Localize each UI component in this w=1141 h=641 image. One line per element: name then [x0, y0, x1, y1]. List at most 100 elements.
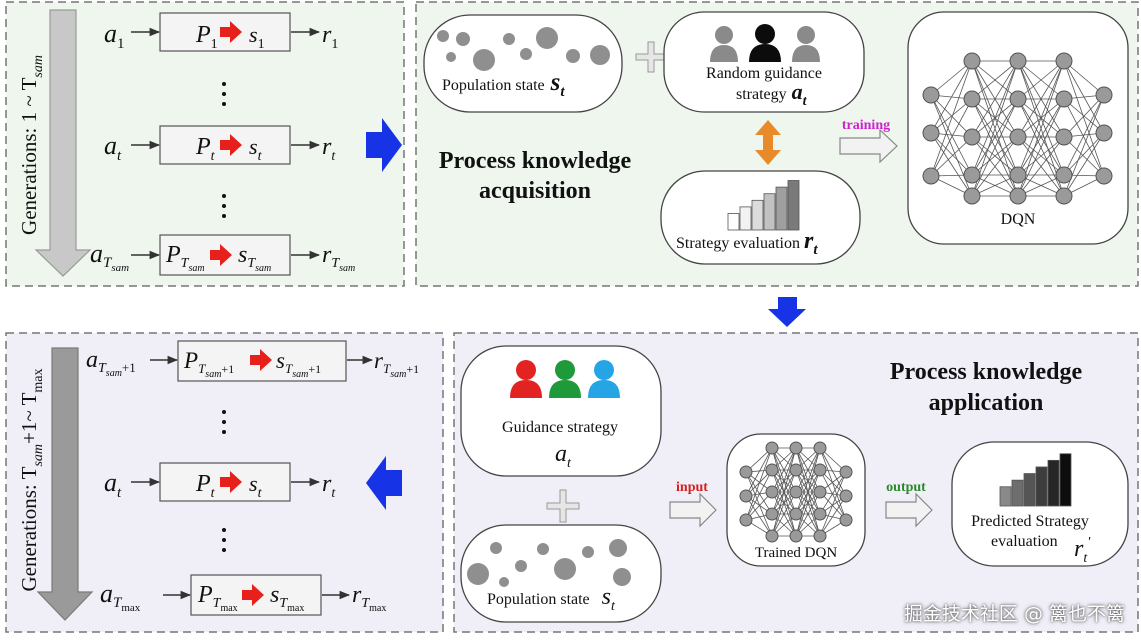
red-arrow-icon — [220, 134, 242, 156]
dqn-bubble — [907, 11, 1129, 245]
user-icons-color — [510, 360, 620, 398]
watermark: 掘金技术社区 @ 篱也不篱 — [903, 603, 1125, 625]
network-node — [839, 489, 853, 503]
top-row-first: a1 P1 s1 r1 — [104, 12, 338, 52]
top-row-t: at Pt st rt — [104, 125, 336, 165]
evaluation-bar — [1059, 453, 1072, 507]
network-node — [813, 441, 827, 455]
svg-text:st: st — [249, 471, 263, 501]
network-connection — [930, 60, 973, 96]
generations-label-top: Generations: 1 ~ Tsam — [17, 55, 46, 235]
network-node — [839, 465, 853, 479]
network-connection — [930, 60, 973, 134]
output-label: output — [886, 480, 926, 495]
input-label: input — [676, 480, 708, 495]
red-arrow-icon — [250, 349, 272, 371]
network-connection — [971, 98, 1019, 176]
svg-text:a1: a1 — [104, 19, 125, 52]
evaluation-bar — [787, 180, 800, 231]
network-node — [1095, 86, 1113, 104]
svg-text:rTsam+1: rTsam+1 — [374, 348, 419, 380]
network-node — [739, 489, 753, 503]
network-node — [1009, 52, 1027, 70]
dqn-network-icon — [922, 52, 1113, 205]
red-arrow-icon — [220, 471, 242, 493]
network-connection — [971, 136, 1019, 176]
svg-text:s1: s1 — [249, 22, 265, 52]
top-left-panel: Generations: 1 ~ Tsam a1 P1 s1 r1 at Pt … — [5, 1, 405, 287]
network-node — [765, 529, 779, 543]
network-node — [1095, 167, 1113, 185]
network-connection — [771, 447, 797, 493]
network-connection — [771, 447, 797, 537]
network-connection — [971, 60, 1019, 100]
network-node — [789, 529, 803, 543]
acquisition-title-line2: acquisition — [479, 178, 591, 204]
blue-left-arrow-icon — [366, 456, 402, 510]
output-arrow-icon — [885, 492, 933, 528]
evaluation-bar — [751, 199, 764, 231]
svg-text:rTsam: rTsam — [322, 242, 355, 274]
network-connection — [1017, 136, 1065, 176]
network-node — [765, 463, 779, 477]
top-row-tsam: aTsam PTsam sTsam rTsam — [90, 234, 355, 276]
network-connection — [971, 60, 1019, 176]
input-arrow-icon — [669, 492, 717, 528]
network-connection — [930, 60, 973, 177]
network-node — [922, 86, 940, 104]
network-node — [1009, 128, 1027, 146]
svg-text:st: st — [249, 134, 263, 164]
svg-text:sTsam+1: sTsam+1 — [276, 348, 321, 380]
network-connection — [930, 132, 973, 176]
network-connection — [745, 471, 773, 515]
red-arrow-icon — [210, 244, 232, 266]
network-node — [1055, 90, 1073, 108]
trained-dqn-network-icon — [739, 441, 853, 543]
network-node — [789, 463, 803, 477]
bottom-row-first: aTsam+1 PTsam+1 sTsam+1 rTsam+1 — [86, 340, 419, 382]
network-connection — [819, 469, 847, 521]
network-node — [922, 167, 940, 185]
svg-text:at: at — [104, 468, 122, 501]
network-node — [1055, 166, 1073, 184]
network-connection — [971, 60, 1019, 138]
network-node — [765, 485, 779, 499]
ellipsis-dots — [222, 82, 226, 106]
predicted-evaluation-bars — [999, 453, 1072, 507]
red-arrow-icon — [220, 21, 242, 43]
application-panel: Process knowledge application Guidance s… — [453, 332, 1139, 633]
guidance-strategy-bubble — [460, 345, 662, 477]
network-node — [1009, 187, 1027, 205]
network-connection — [1017, 136, 1065, 197]
svg-text:evaluation: evaluation — [991, 533, 1058, 550]
network-connection — [745, 447, 773, 497]
network-node — [1095, 124, 1113, 142]
network-connection — [971, 98, 1019, 197]
network-connection — [745, 495, 773, 537]
network-connection — [771, 447, 797, 515]
network-connection — [930, 98, 973, 177]
transition-box — [190, 574, 322, 616]
bottom-row-t: at Pt st rt — [104, 462, 336, 502]
network-connection — [745, 469, 773, 521]
transition-box — [159, 12, 291, 52]
evaluation-bar — [1047, 459, 1060, 507]
network-connection — [1017, 60, 1065, 100]
network-node — [1009, 166, 1027, 184]
network-connection — [819, 471, 847, 537]
svg-text:rt': rt' — [1074, 535, 1091, 566]
network-node — [1055, 128, 1073, 146]
network-node — [963, 90, 981, 108]
network-node — [922, 124, 940, 142]
network-node — [765, 507, 779, 521]
svg-text:Predicted Strategy: Predicted Strategy — [971, 513, 1089, 530]
network-connection — [930, 132, 973, 197]
network-connection — [1063, 94, 1105, 138]
network-connection — [930, 136, 973, 177]
training-label: training — [842, 118, 890, 133]
svg-text:at: at — [104, 131, 122, 164]
network-node — [1055, 52, 1073, 70]
network-connection — [819, 495, 847, 537]
network-connection — [1063, 132, 1105, 176]
